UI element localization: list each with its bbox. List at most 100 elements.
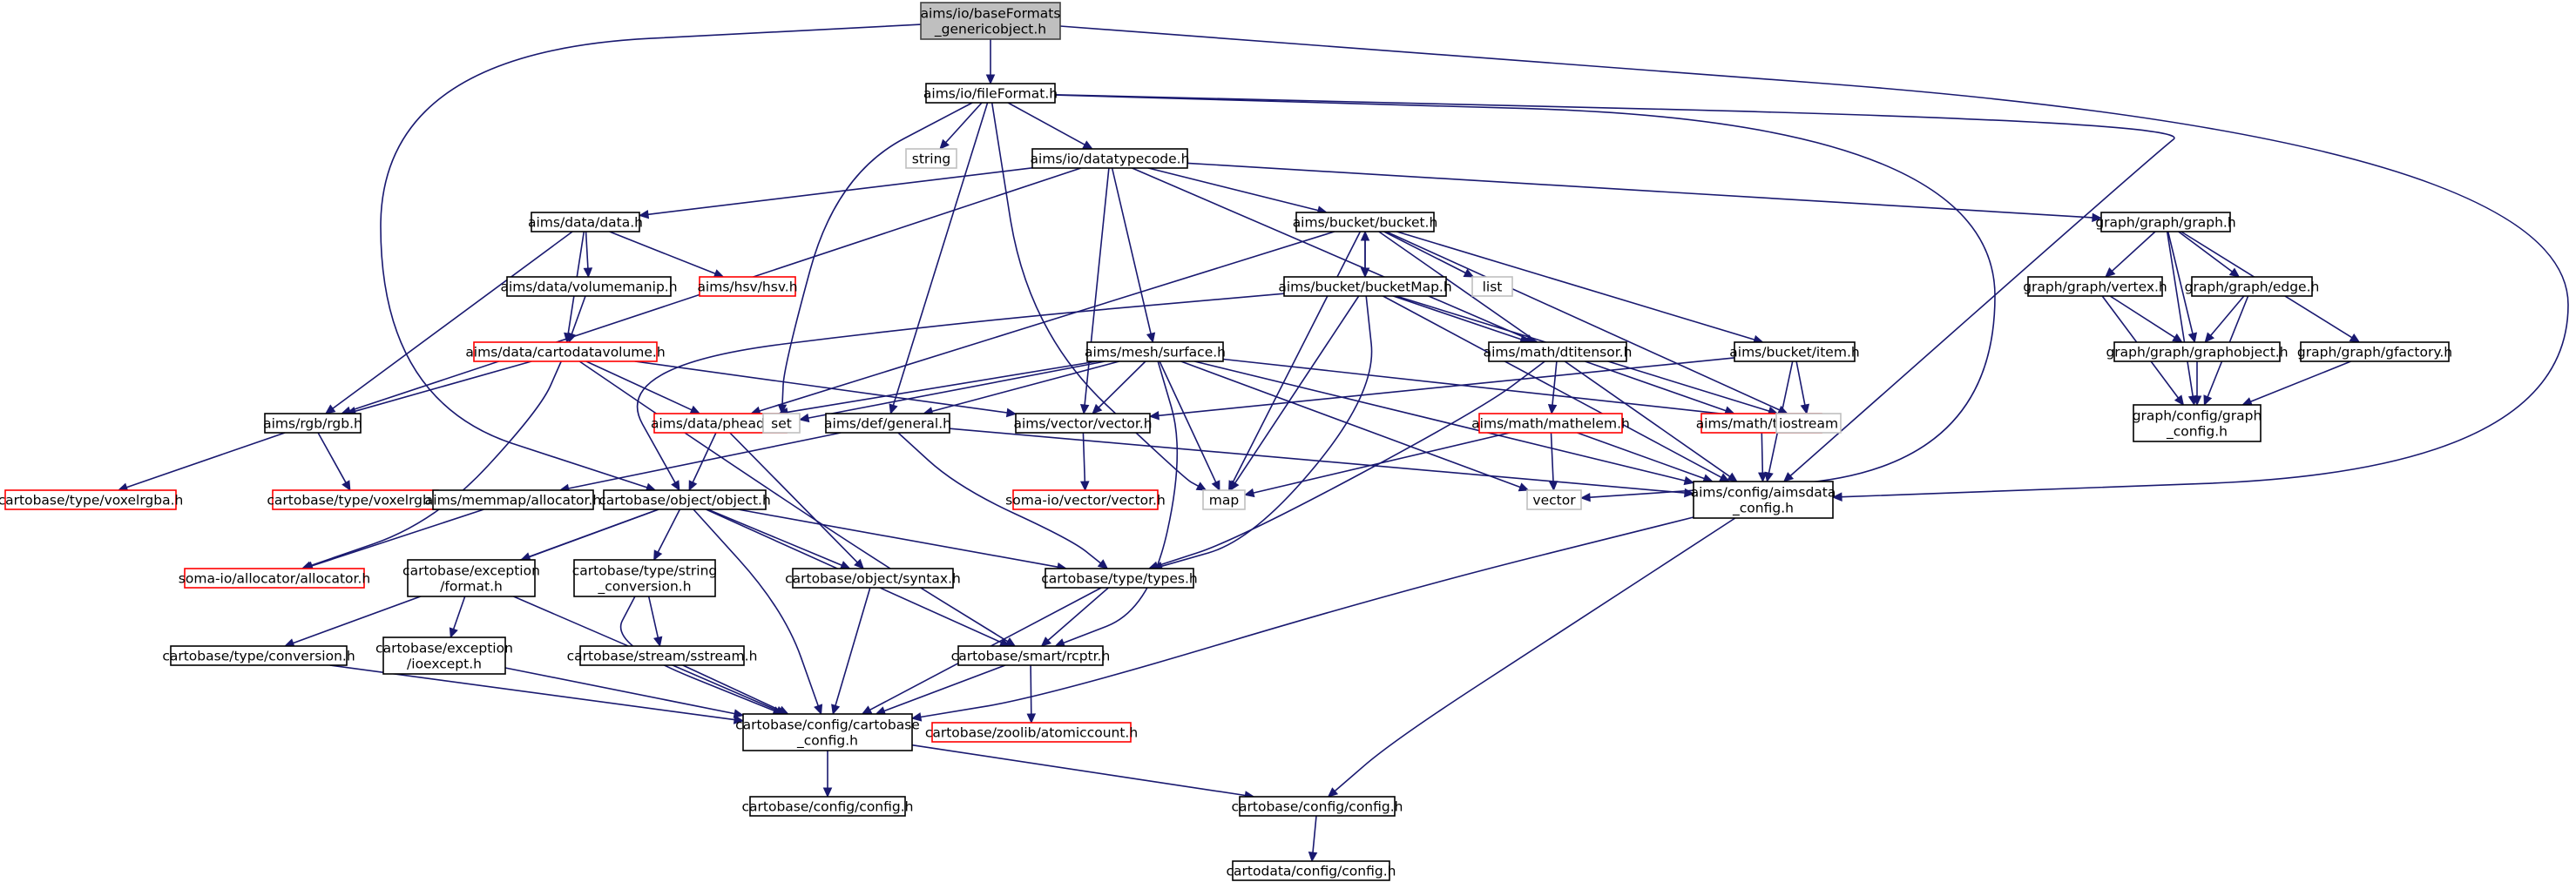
node-box-cb_config_right [1239, 796, 1396, 817]
node-somavector[interactable]: soma-io/vector/vector.h [1005, 489, 1166, 510]
node-label-cartodatavolume: aims/data/cartodatavolume.h [465, 345, 665, 360]
node-label-bucketMap: aims/bucket/bucketMap.h [1278, 279, 1451, 295]
node-label-somavector: soma-io/vector/vector.h [1005, 493, 1166, 508]
node-voxelrgb[interactable]: cartobase/type/voxelrgb.h [267, 489, 444, 510]
node-root[interactable]: aims/io/baseFormats_genericobject.h [920, 2, 1061, 40]
node-bucket[interactable]: aims/bucket/bucket.h [1293, 212, 1438, 232]
node-label-data: aims/data/data.h [528, 215, 643, 231]
edge-dtitensor-to-mathelem [1552, 360, 1558, 406]
node-box-memmap_allocator [432, 489, 594, 510]
node-gfactory[interactable]: graph/graph/gfactory.h [2297, 341, 2452, 362]
arrowhead-volumemanip-to-cartodatavolume [567, 332, 577, 344]
node-label-conversion: cartobase/type/conversion.h [162, 649, 355, 664]
edge-bucket-to-item [1396, 231, 1755, 340]
node-general[interactable]: aims/def/general.h [824, 413, 951, 434]
node-syntax[interactable]: cartobase/object/syntax.h [785, 568, 961, 589]
node-label-volumemanip: aims/data/volumemanip.h [500, 279, 677, 295]
edge-surface-to-map [1159, 360, 1217, 483]
node-rcptr[interactable]: cartobase/smart/rcptr.h [951, 645, 1111, 666]
node-box-cb_config_left [749, 796, 906, 817]
node-vertex[interactable]: graph/graph/vertex.h [2023, 276, 2167, 297]
node-label-voxelrgb: cartobase/type/voxelrgb.h [267, 493, 443, 508]
node-voxelrgba[interactable]: cartobase/type/voxelrgba.h [0, 489, 183, 510]
node-cb_config_left[interactable]: cartobase/config/config.h [742, 796, 914, 817]
node-graph[interactable]: graph/graph/graph.h [2095, 212, 2236, 232]
node-label-vectorh: aims/vector/vector.h [1013, 416, 1152, 432]
node-types[interactable]: cartobase/type/types.h [1041, 568, 1198, 589]
node-cartobase_config[interactable]: cartobase/config/cartobase_config.h [735, 713, 920, 751]
node-vectorh[interactable]: aims/vector/vector.h [1013, 413, 1153, 434]
edge-layer [117, 24, 2569, 863]
node-pheader[interactable]: aims/data/pheader.h [651, 413, 790, 434]
edge-mathelem-to-aimsdata_config [1577, 432, 1705, 480]
node-label-string_conversion-line2: _conversion.h [597, 579, 691, 596]
node-objecth[interactable]: cartobase/object/object.h [598, 489, 771, 510]
node-graph_config[interactable]: graph/config/graph_config.h [2133, 404, 2262, 442]
edge-cartodatavolume-to-rgb [355, 360, 532, 413]
arrowhead-cartodatavolume-to-pheader [689, 405, 701, 414]
edge-fileFormat-to-set [781, 102, 973, 406]
node-atomiccount[interactable]: cartobase/zoolib/atomiccount.h [925, 722, 1138, 743]
node-box-cartobase_config [742, 713, 913, 751]
arrowhead-fileFormat-to-map [1195, 482, 1207, 491]
node-exception_format[interactable]: cartobase/exception/format.h [402, 559, 540, 597]
node-layer: aims/io/baseFormats_genericobject.h aims/… [0, 2, 2452, 881]
edge-cartodatavolume-to-vectorh [634, 360, 1008, 414]
edge-aimsdata_config-to-cb_config_right [1334, 517, 1736, 792]
node-volumemanip[interactable]: aims/data/volumemanip.h [500, 276, 678, 297]
arrowhead-dtitensor-to-mathelem [1547, 404, 1558, 415]
node-aimsdata_config[interactable]: aims/config/aimsdata_config.h [1691, 481, 1836, 519]
arrowhead-graph-to-edge [2228, 267, 2241, 278]
node-fileFormat[interactable]: aims/io/fileFormat.h [923, 83, 1058, 104]
node-surface[interactable]: aims/mesh/surface.h [1085, 341, 1226, 362]
edge-rcptr-to-cartobase_config [883, 664, 1006, 712]
node-conversion[interactable]: cartobase/type/conversion.h [162, 645, 355, 666]
node-map: map [1202, 489, 1246, 510]
edge-surface-to-pheader [787, 360, 1098, 414]
node-mathelem[interactable]: aims/math/mathelem.h [1471, 413, 1630, 434]
node-rgb[interactable]: aims/rgb/rgb.h [263, 413, 362, 434]
arrowhead-conversion-to-cartobase_config [733, 715, 745, 724]
arrowhead-graphobject-to-graph_config [2192, 395, 2202, 407]
node-label-dtitensor: aims/math/dtitensor.h [1484, 345, 1633, 360]
node-label-bucket: aims/bucket/bucket.h [1293, 215, 1438, 231]
node-graphobject[interactable]: graph/graph/graphobject.h [2106, 341, 2289, 362]
node-label-map: map [1209, 493, 1239, 508]
edge-edge-to-graphobject [2210, 295, 2245, 336]
arrowhead-surface-to-aimsdata_config [1683, 475, 1695, 486]
node-box-hsv [699, 276, 796, 297]
edge-bucketMap-to-objecth [636, 293, 1285, 483]
node-memmap_allocator[interactable]: aims/memmap/allocator.h [425, 489, 601, 510]
node-box-set [762, 413, 801, 434]
edge-fileFormat-to-general [892, 102, 989, 406]
node-label-ioexcept-line1: cartobase/exception [375, 641, 513, 657]
node-label-list: list [1483, 279, 1503, 295]
arrowhead-rcptr-to-atomiccount [1026, 713, 1037, 724]
node-string_conversion[interactable]: cartobase/type/string_conversion.h [572, 559, 717, 597]
edge-item-to-vectorh [1158, 357, 1735, 417]
node-data[interactable]: aims/data/data.h [528, 212, 643, 232]
node-cartodata_config[interactable]: cartodata/config/config.h [1227, 860, 1396, 881]
arrowhead-fileFormat-to-datatypecode [1082, 140, 1093, 150]
node-box-data [531, 212, 640, 232]
node-ioexcept[interactable]: cartobase/exception/ioexcept.h [375, 636, 513, 675]
node-hsv[interactable]: aims/hsv/hsv.h [697, 276, 798, 297]
node-datatypecode[interactable]: aims/io/datatypecode.h [1031, 148, 1190, 169]
edge-fileFormat-to-aimsdata_config [1054, 94, 2175, 476]
arrowhead-fileFormat-to-string [939, 138, 950, 150]
node-somaallocator[interactable]: soma-io/allocator/allocator.h [179, 568, 370, 589]
node-box-list [1471, 276, 1513, 297]
node-cb_config_right[interactable]: cartobase/config/config.h [1232, 796, 1403, 817]
edge-cb_config_right-to-cartodata_config [1312, 815, 1317, 853]
edge-string_conversion-to-sstream [647, 596, 659, 638]
node-item[interactable]: aims/bucket/item.h [1729, 341, 1860, 362]
node-sstream[interactable]: cartobase/stream/sstream.h [567, 645, 758, 666]
node-box-vectorh [1015, 413, 1151, 434]
arrowhead-root-to-fileFormat [985, 74, 996, 85]
node-dtitensor[interactable]: aims/math/dtitensor.h [1484, 341, 1633, 362]
arrowhead-vertex-to-graph_config [2174, 394, 2185, 406]
node-bucketMap[interactable]: aims/bucket/bucketMap.h [1278, 276, 1452, 297]
edge-root-to-objecth [380, 24, 922, 488]
node-cartodatavolume[interactable]: aims/data/cartodatavolume.h [465, 341, 666, 362]
node-edge[interactable]: graph/graph/edge.h [2185, 276, 2320, 297]
